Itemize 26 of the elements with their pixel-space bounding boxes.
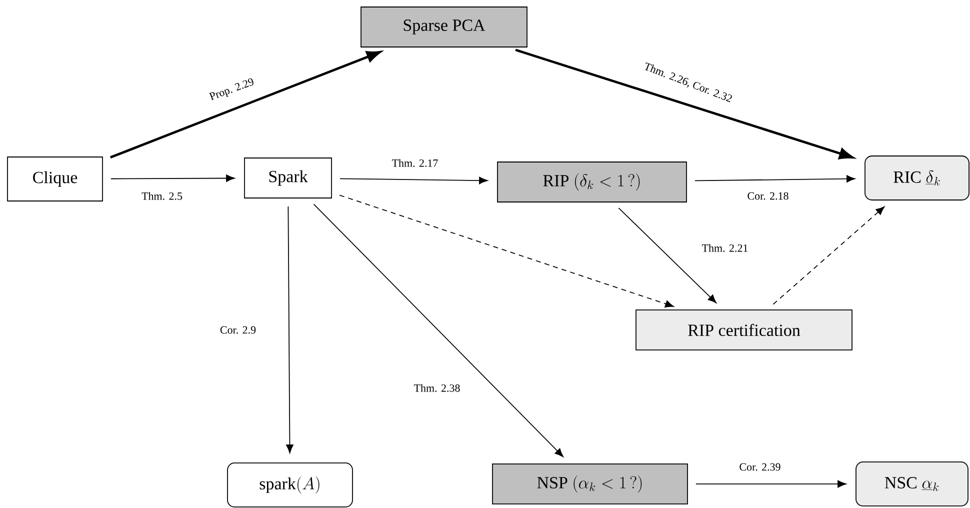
process-box: RIP certification [636,310,852,350]
arrow [286,206,294,454]
edge-label: Prop. 2.29 [207,76,257,104]
edge-label: Cor. 2.9 [218,325,258,335]
edge-label: Thm. 2.17 [390,158,440,168]
arrow [110,174,235,182]
process-box: Sparse PCA [360,6,528,48]
rounded-box: $\mathrm{spark}(A)$ [227,462,353,508]
edge-label: Thm. 2.5 [140,191,184,201]
edge-label: Cor. 2.39 [738,462,782,472]
process-box: $\mathrm{NSP}\ (\alpha_k < 1\,?)$ [492,464,688,504]
arrow [340,176,488,184]
edge-label: Thm. 2.21 [700,243,750,253]
rounded-box: $\mathrm{NSC}\ \underline{\alpha}_k$ [856,462,968,506]
rounded-box: $\mathrm{RIC}\ \underline{\delta}_k$ [864,156,970,200]
process-box: $\mathrm{RIP}\ (\delta_k < 1\,?)$ [497,162,687,202]
arrow [313,204,564,458]
arrow [618,208,716,304]
edge-label: Thm. 2.38 [412,383,462,393]
arrow [694,175,856,182]
arrow [339,194,674,308]
arrow [696,480,846,488]
process-box: Spark [244,158,332,198]
process-box: Clique [7,156,103,202]
edge-label: Cor. 2.18 [746,191,790,201]
arrow [772,206,885,305]
